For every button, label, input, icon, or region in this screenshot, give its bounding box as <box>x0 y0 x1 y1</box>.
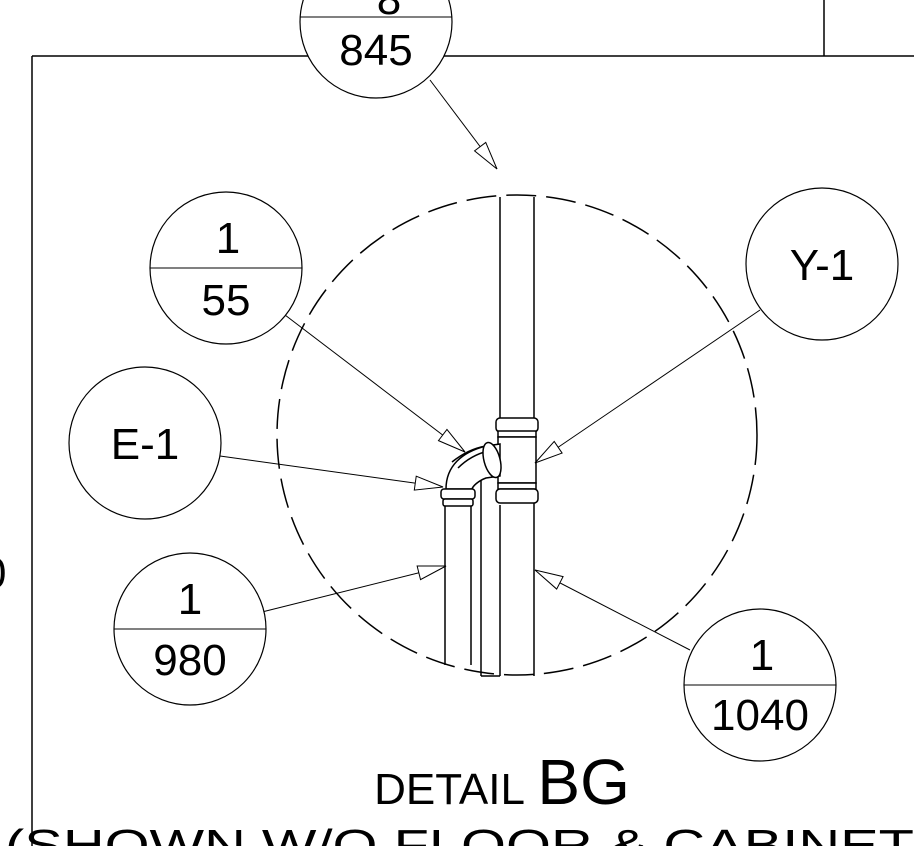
pipe-assembly <box>440 197 539 677</box>
detail-prefix: DETAIL <box>374 765 525 814</box>
svg-text:1: 1 <box>178 575 202 624</box>
leader-lines <box>219 79 761 651</box>
detail-caption: DETAIL BG <box>374 746 630 818</box>
left-coupling <box>440 488 476 500</box>
svg-text:Y-1: Y-1 <box>790 241 854 290</box>
callout-y1: Y-1 <box>745 187 899 341</box>
svg-text:845: 845 <box>339 26 412 75</box>
upper-coupling <box>495 417 539 433</box>
callout-845: 8 845 <box>299 0 453 99</box>
callout-980: 1 980 <box>113 552 267 706</box>
svg-text:55: 55 <box>202 276 251 325</box>
lower-coupling <box>495 488 539 504</box>
leader-55 <box>284 314 466 453</box>
leader-980 <box>261 565 447 613</box>
leader-845 <box>429 79 498 170</box>
svg-text:8: 8 <box>377 0 401 24</box>
svg-text:1040: 1040 <box>711 691 809 740</box>
sheet-border <box>31 0 914 846</box>
svg-text:1: 1 <box>750 631 774 680</box>
detail-subtitle: (SHOWN W/O FLOOR & CABINET <box>5 821 914 846</box>
detail-boundary-circle <box>276 194 758 676</box>
tee-fitting <box>497 436 537 484</box>
callout-1040: 1 1040 <box>683 608 837 762</box>
svg-text:980: 980 <box>153 636 226 685</box>
leader-y1 <box>534 309 761 464</box>
svg-text:E-1: E-1 <box>111 420 179 469</box>
left-edge-text: 0 <box>0 549 6 598</box>
leader-e1 <box>219 455 444 491</box>
detail-id: BG <box>537 746 629 818</box>
svg-text:1: 1 <box>216 214 240 263</box>
leader-1040 <box>534 569 691 651</box>
callout-e1: E-1 <box>68 366 222 520</box>
callout-55: 1 55 <box>149 191 303 345</box>
